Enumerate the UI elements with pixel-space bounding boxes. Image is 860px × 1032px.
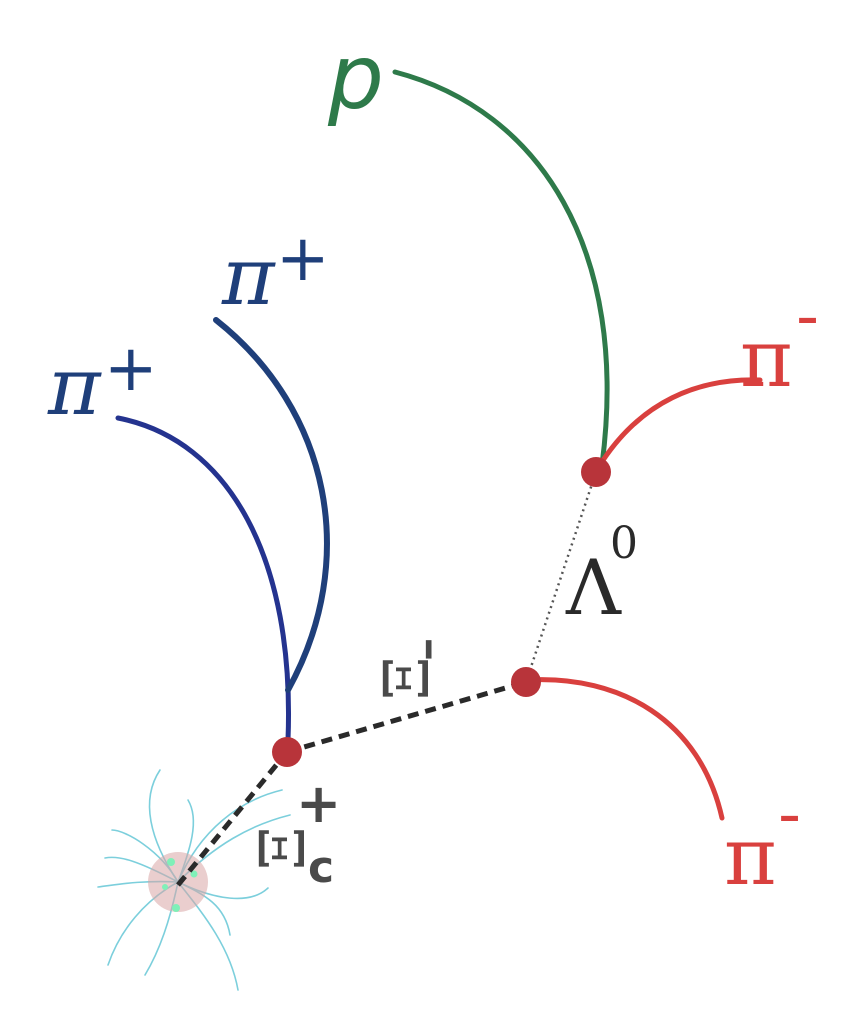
primary-vertex-dot (167, 858, 175, 866)
pion-minus-track-1 (595, 377, 763, 471)
pion-minus-label-2: π (724, 810, 777, 903)
lambda-label: Λ (565, 543, 622, 632)
pion-plus-label-1-sup: + (104, 332, 158, 406)
lambda-decay-vertex (581, 457, 611, 487)
pion-minus-label-1-sup: - (796, 280, 819, 354)
xi-minus-label: Ξ (370, 656, 443, 700)
pion-plus-label-1: π (47, 340, 102, 433)
pion-plus-label-2-sup: + (276, 222, 330, 296)
primary-vertex-dot (162, 884, 168, 890)
xi-minus-decay-vertex (511, 667, 541, 697)
pion-plus-track-2 (213, 317, 330, 693)
xi-minus-label-sup: - (383, 637, 465, 662)
pion-minus-track-2 (525, 677, 725, 821)
xi-c-label-sup: + (296, 772, 341, 835)
pion-minus-label-2-sup: - (778, 778, 801, 852)
proton-track (392, 69, 610, 468)
pion-minus-label-1: π (740, 312, 793, 405)
proton-label: p (327, 26, 384, 129)
lambda-label-sup: 0 (610, 518, 638, 569)
lambda-track (524, 471, 598, 683)
primary-vertex-dot (190, 870, 198, 878)
xi-c-label-sub: c (308, 842, 334, 893)
xi-c-track (176, 750, 289, 887)
primary-vertex-dot (172, 904, 180, 912)
xi-minus-track (286, 679, 527, 755)
pion-plus-label-2: π (221, 230, 276, 323)
pion-plus-track-1 (115, 415, 292, 743)
xi-c-label: Ξ (246, 826, 319, 870)
xi-c-decay-vertex (272, 737, 302, 767)
